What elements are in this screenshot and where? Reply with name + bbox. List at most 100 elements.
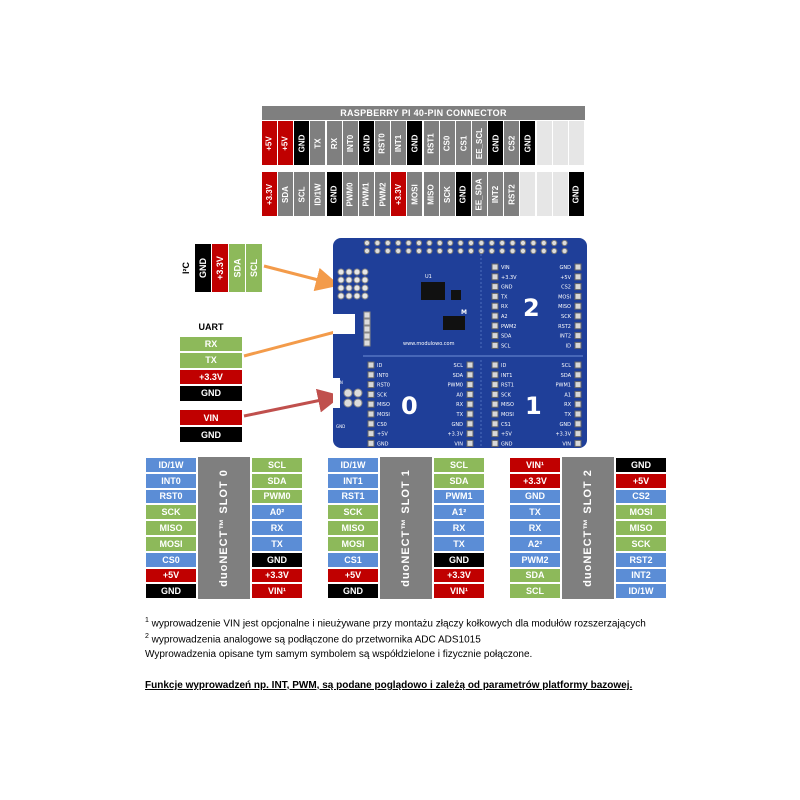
svg-text:RX: RX <box>501 304 508 310</box>
slot0-left-pin: +5V <box>145 567 197 584</box>
slot1-left-pin: MOSI <box>327 536 379 552</box>
slot1-title: duoNECT™ SLOT 1 <box>380 457 432 600</box>
svg-text:CS2: CS2 <box>561 285 571 291</box>
connector-pin <box>552 172 568 216</box>
uart-pin: RX <box>179 335 243 352</box>
connector-pin: RST2 <box>504 172 520 216</box>
connector-pin <box>536 172 552 216</box>
svg-text:GND: GND <box>452 422 464 428</box>
svg-text:A1: A1 <box>564 392 571 398</box>
svg-text:GND: GND <box>560 422 572 428</box>
connector-pin: GND <box>358 121 374 165</box>
connector-pin: GND <box>455 172 471 216</box>
pcb-number-2: 2 <box>523 294 540 322</box>
connector-pin: RST0 <box>375 121 391 165</box>
connector-pin: SCL <box>294 172 310 216</box>
svg-text:+5V: +5V <box>377 432 388 438</box>
connector-pin: TX <box>310 121 326 165</box>
slot1-right-pin: VIN¹ <box>433 583 485 600</box>
svg-text:SCK: SCK <box>501 392 512 398</box>
slot0-right-pin: RX <box>251 520 303 536</box>
connector-pin <box>520 172 536 216</box>
svg-text:MISO: MISO <box>501 402 514 408</box>
i2c-pin: GND <box>195 244 211 292</box>
slot0-left-pin: MISO <box>145 520 197 536</box>
slot1-left-pin: INT1 <box>327 472 379 489</box>
slot0-right-pin: TX <box>251 536 303 552</box>
svg-text:TX: TX <box>500 294 508 300</box>
slot2-right-pin: +5V <box>615 472 667 489</box>
svg-text:PWM1: PWM1 <box>556 383 571 389</box>
i2c-pin: I²C <box>178 244 194 292</box>
slot1-right-pin: TX <box>433 536 485 552</box>
connector-pin: +3.3V <box>391 172 407 216</box>
svg-text:SCK: SCK <box>561 314 572 320</box>
connector-pin: +5V <box>262 121 277 165</box>
i2c-pin: +3.3V <box>212 244 228 292</box>
vin-pin: GND <box>179 426 243 443</box>
pcb-chip-u2 <box>443 316 465 330</box>
slot1-right-pin: GND <box>433 551 485 568</box>
connector-pin: RX <box>326 121 342 165</box>
slot0-left-pin: SCK <box>145 504 197 521</box>
slot2-left-pin: TX <box>509 504 561 521</box>
svg-text:+5V: +5V <box>560 275 571 281</box>
svg-text:ID: ID <box>501 363 506 369</box>
slot0-left-pin: CS0 <box>145 551 197 568</box>
svg-text:GND: GND <box>336 424 345 429</box>
slot2-right-pin: INT2 <box>615 567 667 584</box>
i2c-pin: SCL <box>246 244 262 292</box>
slot2-left-pin: RX <box>509 520 561 536</box>
slot1-left-pin: MISO <box>327 520 379 536</box>
slot1-right-pin: RX <box>433 520 485 536</box>
slot2-right-pin: RST2 <box>615 551 667 568</box>
svg-text:SCL: SCL <box>454 363 464 369</box>
vin-arrow <box>243 388 342 418</box>
svg-text:VIN: VIN <box>501 265 510 271</box>
slot0-left-pin: INT0 <box>145 472 197 489</box>
note-1: 1 wyprowadzenie VIN jest opcjonalne i ni… <box>145 617 646 630</box>
svg-text:RX: RX <box>456 402 463 408</box>
svg-text:SCK: SCK <box>377 392 388 398</box>
connector-pin: CS0 <box>439 121 455 165</box>
note-4: Funkcje wyprowadzeń np. INT, PWM, są pod… <box>145 680 633 691</box>
svg-text:MOSI: MOSI <box>501 412 514 418</box>
slot2-right-pin: CS2 <box>615 488 667 505</box>
svg-text:GND: GND <box>560 265 572 271</box>
slot0-left-pin: RST0 <box>145 488 197 505</box>
slot2-left-pin: VIN¹ <box>509 457 561 473</box>
slot2-left-pin: SCL <box>509 583 561 600</box>
svg-text:+5V: +5V <box>501 432 512 438</box>
connector-pin: EE_SDA <box>471 172 487 216</box>
slot1-right-pin: SDA <box>433 472 485 489</box>
svg-text:SCL: SCL <box>562 363 572 369</box>
pcb-number-0: 0 <box>401 392 418 420</box>
connector-pin: +3.3V <box>262 172 277 216</box>
svg-text:VIN: VIN <box>336 380 343 385</box>
vin-pin: VIN <box>179 409 243 426</box>
slot2-left-pin: SDA <box>509 567 561 584</box>
svg-text:RST2: RST2 <box>558 324 571 330</box>
slot2-title: duoNECT™ SLOT 2 <box>562 457 614 600</box>
svg-text:VIN: VIN <box>562 441 571 447</box>
svg-text:SDA: SDA <box>453 373 464 379</box>
slot2-left-pin: +3.3V <box>509 472 561 489</box>
svg-text:TX: TX <box>564 412 572 418</box>
pcb-number-1: 1 <box>525 392 542 420</box>
slot1-left-pin: ID/1W <box>327 457 379 473</box>
slot0-right-pin: A0² <box>251 504 303 521</box>
svg-text:CS1: CS1 <box>501 422 511 428</box>
slot2-left-pin: GND <box>509 488 561 505</box>
slot2-right-pin: MOSI <box>615 504 667 521</box>
svg-text:INT1: INT1 <box>501 373 512 379</box>
connector-pin <box>536 121 552 165</box>
connector-pin: CS1 <box>455 121 471 165</box>
slot2-right-pin: ID/1W <box>615 583 667 600</box>
connector-pin: GND <box>568 172 584 216</box>
svg-text:M: M <box>461 309 467 316</box>
slot1-left-pin: RST1 <box>327 488 379 505</box>
svg-text:PWM2: PWM2 <box>501 324 516 330</box>
svg-text:MOSI: MOSI <box>377 412 390 418</box>
svg-text:MISO: MISO <box>377 402 390 408</box>
svg-text:RST1: RST1 <box>501 383 514 389</box>
